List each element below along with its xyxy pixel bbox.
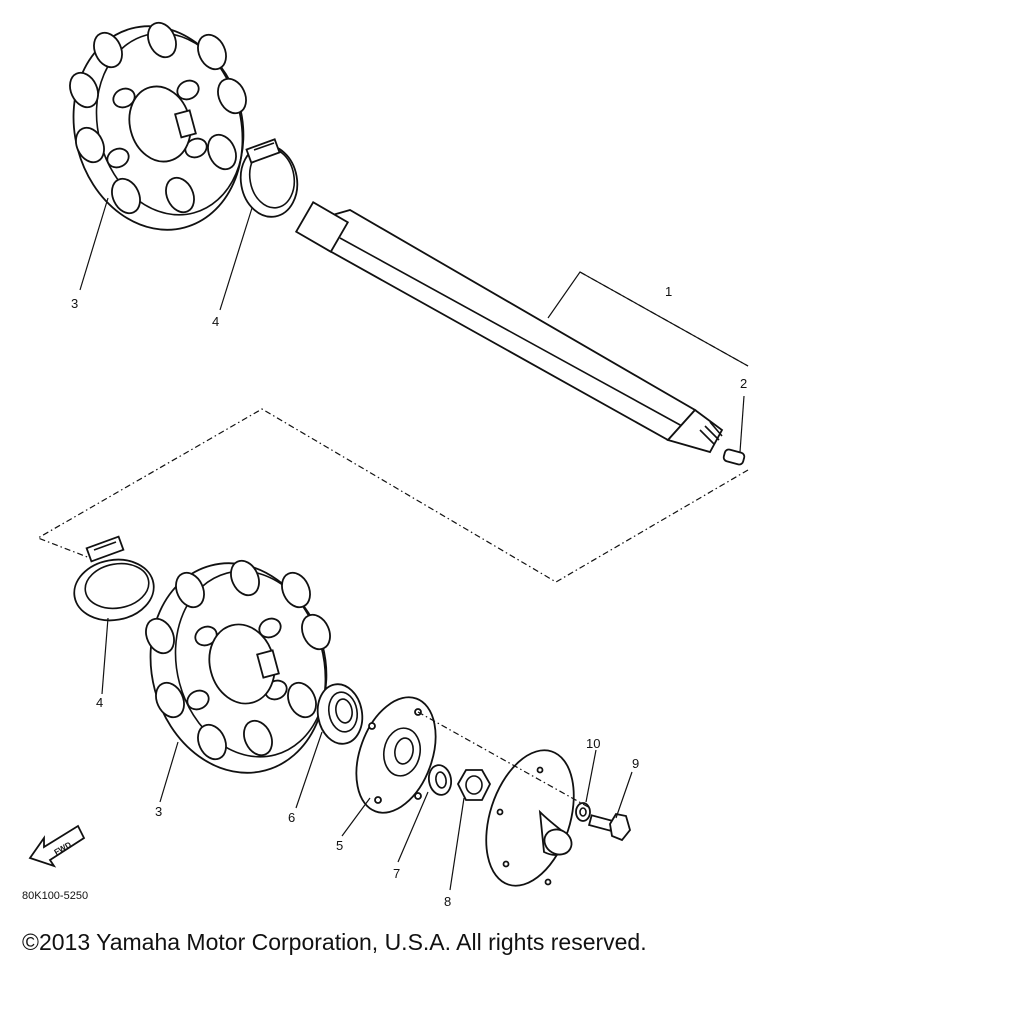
bearing-housing	[355, 696, 437, 814]
callout-2: 2	[740, 376, 747, 391]
drive-shaft	[294, 201, 724, 454]
shaft-pin	[722, 448, 746, 466]
callout-9: 9	[632, 756, 639, 771]
lower-clamp-band	[73, 535, 155, 622]
copyright-notice: ©2013 Yamaha Motor Corporation, U.S.A. A…	[22, 929, 647, 955]
bracket-part-1	[547, 271, 749, 367]
upper-sprocket	[69, 21, 247, 231]
drawing-code: 80K100-5250	[22, 890, 88, 902]
nut	[456, 769, 492, 801]
upper-clamp-band	[239, 138, 299, 218]
callout-3-upper: 3	[71, 296, 78, 311]
leader-lines	[79, 197, 745, 891]
callout-4-lower: 4	[96, 695, 103, 710]
bolt	[587, 812, 631, 842]
callout-1: 1	[665, 284, 672, 299]
washer	[427, 764, 453, 796]
callout-4-upper: 4	[212, 314, 219, 329]
callout-8: 8	[444, 894, 451, 909]
bearing	[316, 683, 364, 745]
callout-10: 10	[586, 736, 600, 751]
callout-3-lower: 3	[155, 804, 162, 819]
callout-7: 7	[393, 866, 400, 881]
callout-6: 6	[288, 810, 295, 825]
lock-washer	[575, 802, 591, 822]
outer-flange-cover	[485, 749, 575, 887]
callout-labels: 1 2 3 4 3 4 5 6 7 8 9 10	[71, 284, 747, 909]
lower-sprocket	[145, 559, 331, 774]
forward-arrow-icon: FWD	[28, 824, 86, 868]
callout-5: 5	[336, 838, 343, 853]
